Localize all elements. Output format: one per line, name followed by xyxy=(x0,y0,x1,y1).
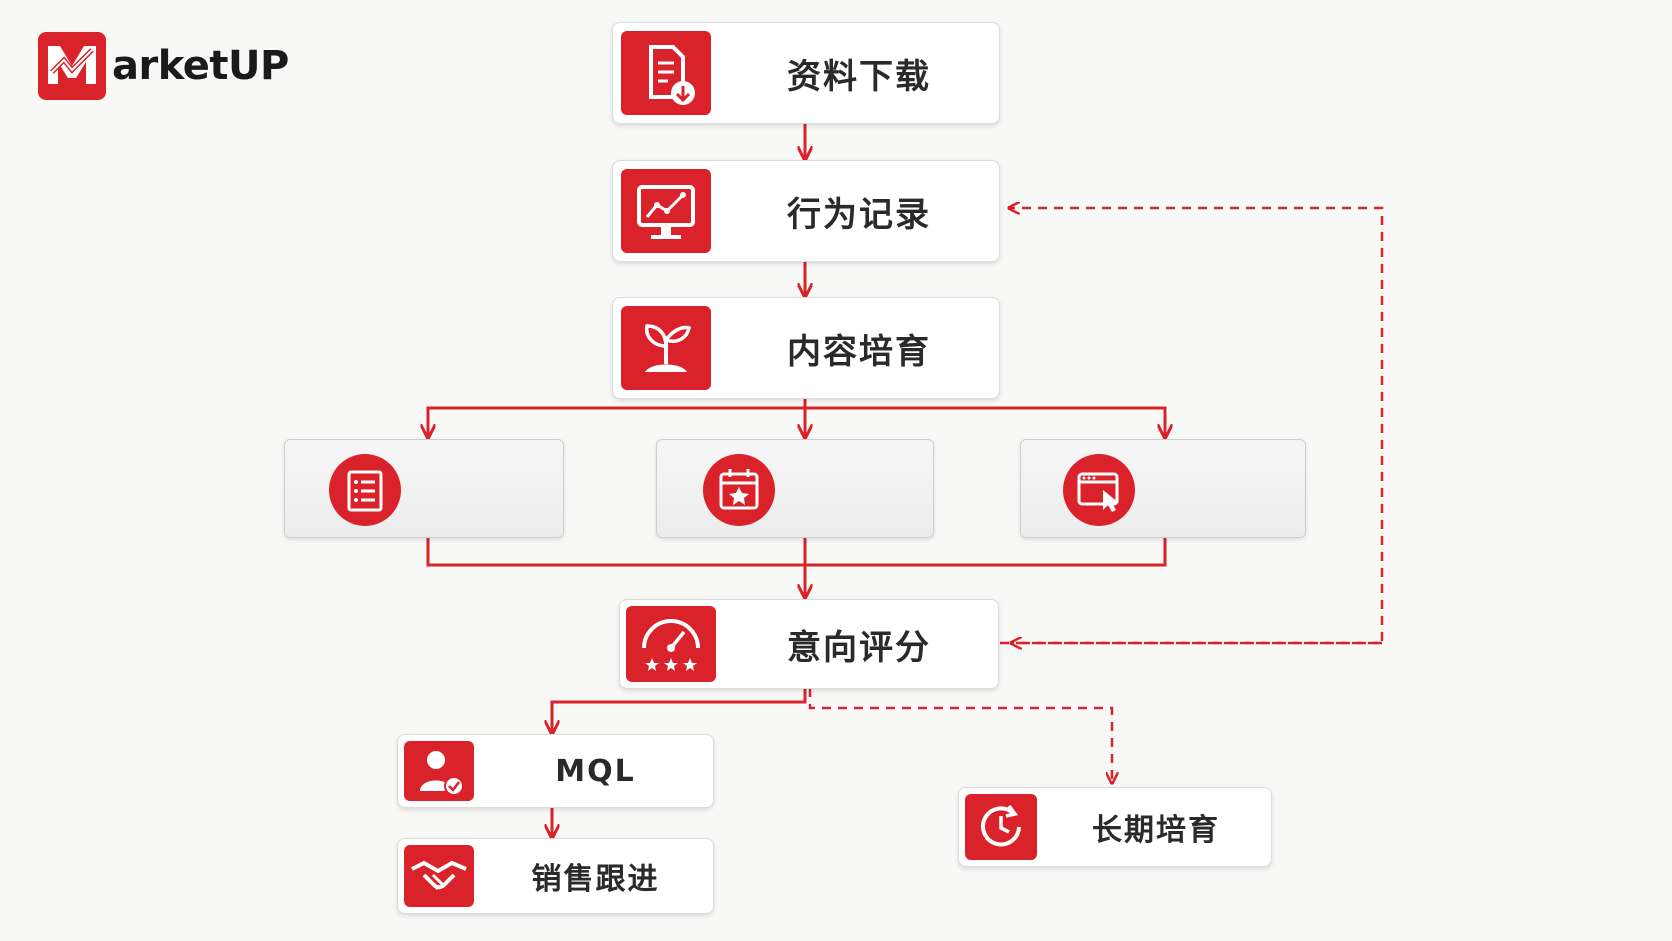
node-download-label: 资料下载 xyxy=(787,56,931,97)
logo-m-icon xyxy=(38,32,106,100)
channel-card-1[interactable] xyxy=(284,439,564,538)
calendar-star-icon xyxy=(703,454,775,526)
dashed-feedback-loop xyxy=(1000,208,1384,645)
sprout-icon xyxy=(621,306,711,390)
user-check-icon xyxy=(404,741,474,801)
browser-cursor-icon xyxy=(1063,454,1135,526)
node-mql-label: MQL xyxy=(555,753,636,789)
node-nurture-label: 内容培育 xyxy=(787,331,931,372)
document-download-icon xyxy=(621,31,711,115)
node-long-term[interactable]: 长期培育 xyxy=(958,787,1272,867)
merge-line-channels xyxy=(426,538,1167,567)
logo-text: arketUP xyxy=(112,43,289,89)
channel-card-3[interactable] xyxy=(1020,439,1306,538)
node-behavior-label: 行为记录 xyxy=(787,194,931,235)
node-sales-label: 销售跟进 xyxy=(531,862,660,897)
node-mql[interactable]: MQL xyxy=(397,734,714,808)
node-sales[interactable]: 销售跟进 xyxy=(397,838,714,914)
node-nurture[interactable]: 内容培育 xyxy=(612,297,1000,399)
dashed-arrow-scoring-to-long-term xyxy=(808,688,1112,782)
arrow-nurture-to-channel-3 xyxy=(805,406,1165,436)
node-download[interactable]: 资料下载 xyxy=(612,22,1000,124)
arrow-scoring-to-mql xyxy=(552,688,807,732)
gauge-stars-icon xyxy=(626,606,716,682)
handshake-icon xyxy=(404,845,474,907)
list-document-icon xyxy=(329,454,401,526)
clock-refresh-icon xyxy=(965,794,1037,860)
arrow-nurture-to-channel-1 xyxy=(428,406,805,436)
node-scoring-label: 意向评分 xyxy=(787,627,931,668)
channel-card-2[interactable] xyxy=(656,439,934,538)
node-behavior[interactable]: 行为记录 xyxy=(612,160,1000,262)
node-long-term-label: 长期培育 xyxy=(1092,813,1220,848)
node-scoring[interactable]: 意向评分 xyxy=(619,599,999,689)
brand-logo: arketUP xyxy=(38,32,308,102)
monitor-chart-icon xyxy=(621,169,711,253)
